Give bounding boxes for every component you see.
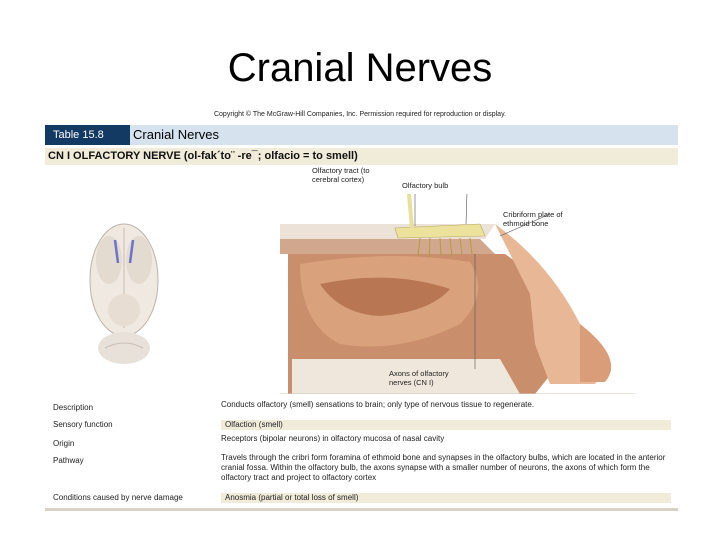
row-origin: Origin Receptors (bipolar neurons) in ol…: [45, 434, 678, 448]
nasal-cavity-illustration: [280, 194, 635, 394]
row-value: Anosmia (partial or total loss of smell): [221, 493, 671, 503]
row-description: Description Conducts olfactory (smell) s…: [45, 400, 678, 414]
nerve-heading: CN I OLFACTORY NERVE (ol-fak´to¨ -re¯; o…: [45, 148, 678, 165]
row-pathway: Pathway Travels through the cribri form …: [45, 453, 678, 487]
slide-title: Cranial Nerves: [227, 46, 493, 90]
brain-inferior-view-illustration: [89, 223, 159, 364]
label-axons-olfactory-nerves: Axons of olfactory nerves (CN I): [389, 369, 449, 387]
label-olfactory-bulb: Olfactory bulb: [402, 181, 449, 190]
table-name: Cranial Nerves: [133, 127, 219, 142]
label-cribriform-plate: Cribriform plate of ethmoid bone: [503, 210, 563, 228]
table-header: Table 15.8 Cranial Nerves: [45, 125, 678, 145]
row-label: Origin: [53, 439, 75, 448]
row-label: Description: [53, 403, 94, 412]
table-number: Table 15.8: [45, 125, 130, 145]
row-sensory-function: Sensory function Olfaction (smell): [45, 418, 678, 432]
illustration-area: Olfactory tract (to cerebral cortex) Olf…: [45, 166, 678, 394]
row-label: Sensory function: [53, 420, 113, 429]
row-value: Receptors (bipolar neurons) in olfactory…: [221, 434, 445, 443]
row-label: Pathway: [53, 456, 84, 465]
row-conditions: Conditions caused by nerve damage Anosmi…: [45, 491, 678, 505]
table-bottom-border: [45, 508, 678, 511]
label-olfactory-tract: Olfactory tract (to cerebral cortex): [312, 166, 370, 184]
row-value: Travels through the cribri form foramina…: [221, 453, 666, 482]
row-value: Conducts olfactory (smell) sensations to…: [221, 400, 535, 409]
copyright-notice: Copyright © The McGraw-Hill Companies, I…: [213, 111, 506, 118]
row-label: Conditions caused by nerve damage: [53, 493, 183, 502]
row-value: Olfaction (smell): [221, 420, 671, 430]
